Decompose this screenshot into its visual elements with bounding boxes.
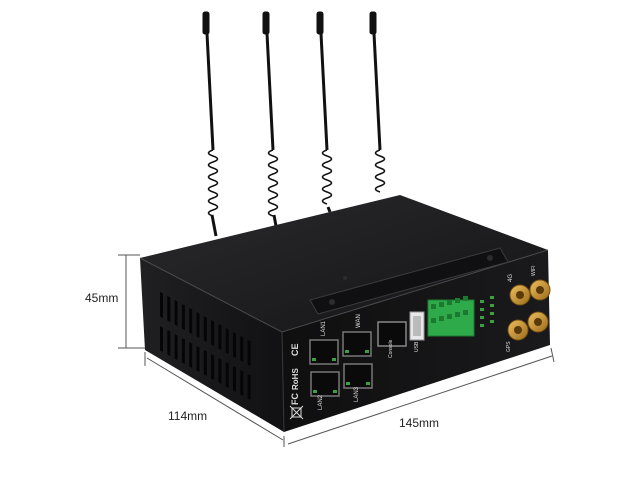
vent-slot — [218, 324, 222, 350]
vent-slot — [174, 300, 178, 326]
console-port[interactable] — [377, 321, 407, 347]
vent-slot — [181, 338, 185, 364]
top-face — [140, 195, 548, 332]
label-lan2: LAN2 — [318, 394, 324, 410]
vent-slot — [174, 334, 178, 360]
vent-slot — [203, 316, 207, 342]
height-dimension-label: 45mm — [85, 291, 119, 305]
router-body — [139, 195, 550, 433]
cert-fc: FC — [290, 393, 300, 405]
depth-dimension-line — [146, 357, 284, 441]
vent-slot — [196, 312, 200, 338]
terminal-block[interactable] — [427, 296, 475, 337]
vent-slot — [211, 354, 215, 380]
vent-slot — [181, 304, 185, 330]
label-wifi: WIFI — [531, 265, 537, 276]
vent-slot — [240, 336, 244, 362]
vent-slot — [225, 362, 229, 388]
vent-slot — [240, 370, 244, 396]
vent-slot — [189, 308, 193, 334]
vent-slot — [167, 296, 171, 322]
label-console: Console — [388, 339, 394, 358]
vent-slot — [189, 342, 193, 368]
label-wan: WAN — [356, 314, 362, 328]
antenna-2 — [262, 11, 279, 227]
vent-slot — [211, 320, 215, 346]
label-lan3: LAN3 — [354, 386, 360, 402]
vent-slot — [218, 358, 222, 384]
label-lan1: LAN1 — [321, 320, 327, 336]
cert-rohs: RoHS — [291, 368, 300, 390]
antenna-3 — [316, 11, 333, 213]
vent-slot — [233, 366, 236, 392]
depth-dimension-label: 114mm — [168, 409, 208, 423]
vent-slot — [160, 292, 163, 318]
side-vents — [160, 292, 251, 400]
vent-slot — [247, 340, 251, 366]
vent-slot — [247, 374, 251, 400]
label-gps: GPS — [506, 341, 512, 352]
antennas — [202, 11, 386, 237]
status-leds — [480, 296, 494, 327]
label-4g: 4G — [508, 274, 514, 282]
vent-slot — [233, 332, 236, 358]
mounting-bracket — [309, 247, 509, 315]
weee-bin-icon — [289, 405, 304, 420]
front-panel: LAN1 WAN LAN2 LAN3 Console USB 4G WIFI G… — [289, 265, 551, 420]
sma-connectors[interactable] — [507, 279, 551, 341]
cert-ce: CE — [290, 343, 300, 356]
antenna-4 — [369, 11, 386, 193]
vent-slot — [225, 328, 229, 354]
width-dimension-label: 145mm — [399, 416, 440, 430]
antenna-1 — [202, 11, 219, 237]
vent-slot — [167, 330, 171, 356]
dimension-lines — [118, 254, 555, 447]
vent-slot — [160, 326, 163, 352]
vent-slot — [196, 346, 200, 372]
vent-slot — [203, 350, 207, 376]
width-dimension-line — [287, 355, 553, 445]
label-usb: USB — [414, 341, 420, 352]
